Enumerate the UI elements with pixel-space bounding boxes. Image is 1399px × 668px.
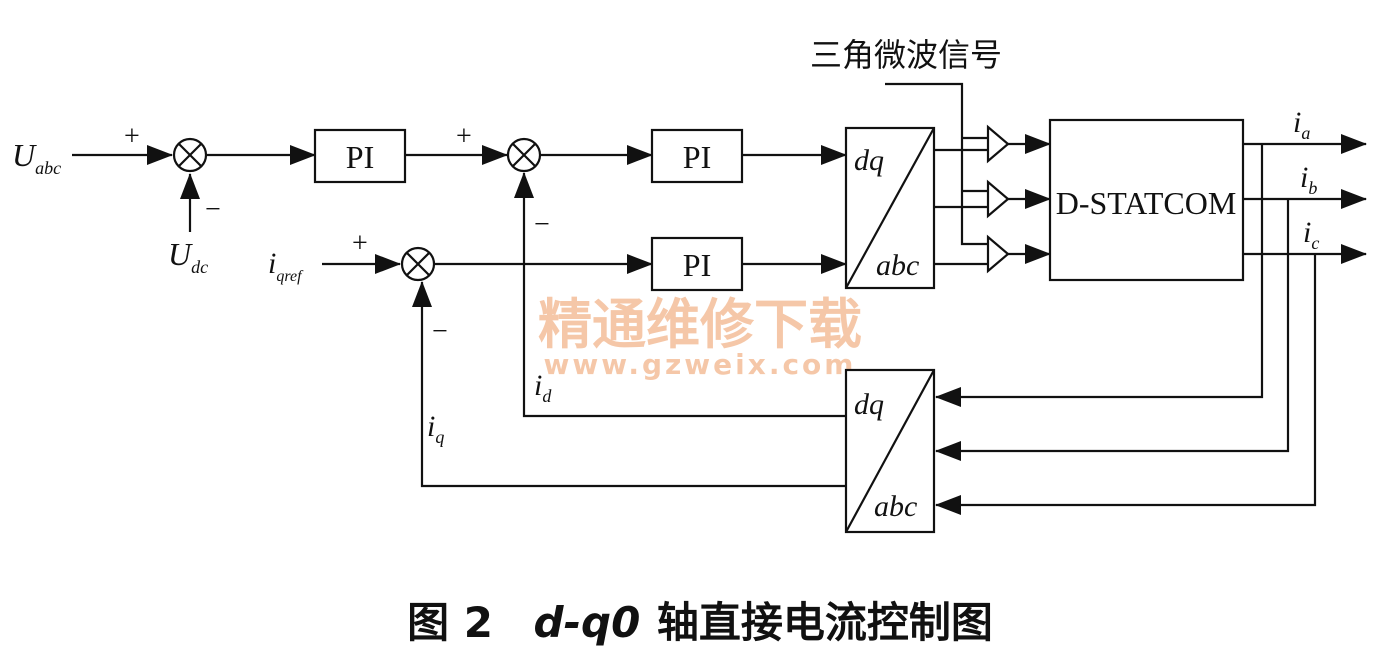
- feedback-iq: [412, 281, 846, 488]
- abc-label-bottom: abc: [874, 490, 917, 523]
- sign-plus-2: +: [456, 121, 472, 152]
- caption-prefix: 图 2: [407, 598, 493, 647]
- abc-to-dq-transform: dq abc: [844, 368, 936, 534]
- dq-to-abc-transform: dq abc: [844, 126, 936, 290]
- feedback-ib: [935, 199, 1290, 461]
- pi-label-3: PI: [683, 247, 711, 283]
- feedback-ic: [935, 254, 1317, 515]
- carrier-label: 三角微波信号: [810, 36, 1002, 74]
- label-u-dc: Udc: [168, 236, 208, 277]
- label-ia: ia: [1293, 106, 1310, 143]
- sign-plus-1: +: [124, 121, 140, 152]
- pi-controller-dc: PI: [313, 128, 407, 184]
- sign-plus-3: +: [352, 228, 368, 259]
- label-ib: ib: [1300, 161, 1317, 198]
- pi-label-1: PI: [346, 139, 374, 175]
- summing-junction-1: [172, 137, 208, 173]
- pi-controller-q: PI: [650, 236, 744, 292]
- figure-caption: 图 2 d-q0 轴直接电流控制图: [407, 598, 993, 647]
- label-ic: ic: [1303, 216, 1319, 253]
- comparator-a: [986, 124, 1010, 164]
- caption-text: 轴直接电流控制图: [657, 598, 993, 647]
- sign-minus-2: −: [534, 209, 550, 240]
- label-u-abc: Uabc: [12, 137, 61, 178]
- feedback-ia: [935, 144, 1264, 407]
- watermark-url: www.gzweix.com: [544, 348, 857, 381]
- pi-label-2: PI: [683, 139, 711, 175]
- d-statcom-label: D-STATCOM: [1056, 185, 1237, 221]
- comparator-b: [986, 179, 1010, 219]
- watermark-title: 精通维修下载: [538, 293, 862, 356]
- caption-math: d-q0: [534, 598, 641, 647]
- summing-junction-3: [400, 246, 436, 282]
- dq-label-bottom: dq: [854, 388, 884, 421]
- pi-controller-d: PI: [650, 128, 744, 184]
- comparator-c: [986, 234, 1010, 274]
- label-i-qref: iqref: [268, 247, 304, 285]
- sign-minus-3: −: [432, 316, 448, 347]
- dq-label-top: dq: [854, 144, 884, 177]
- sign-minus-1: −: [205, 194, 221, 225]
- summing-junction-2: [506, 137, 542, 173]
- label-id: id: [534, 369, 552, 406]
- feedback-id: [514, 172, 846, 418]
- label-iq: iq: [427, 410, 444, 447]
- d-statcom-block: D-STATCOM: [1048, 118, 1245, 282]
- abc-label-top: abc: [876, 249, 919, 282]
- carrier-line: [885, 82, 988, 246]
